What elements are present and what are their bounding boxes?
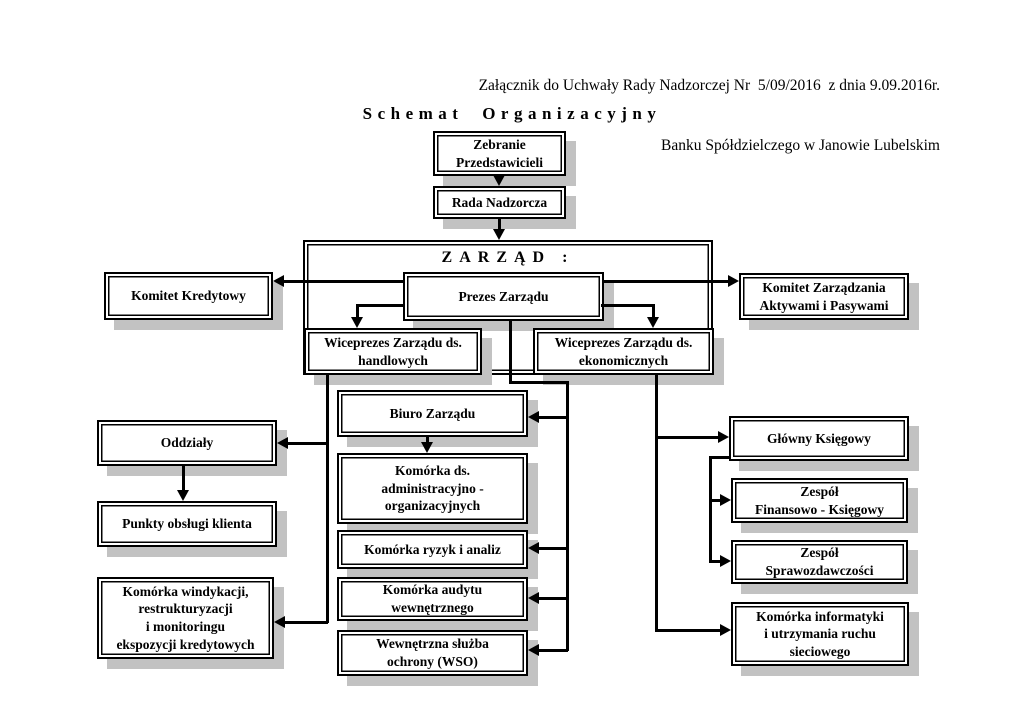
org-node-rada-nadzorcza: Rada Nadzorcza	[433, 186, 566, 219]
org-node-prezes-zarzadu: Prezes Zarządu	[403, 272, 604, 321]
attachment-note: Załącznik do Uchwały Rady Nadzorczej Nr …	[479, 36, 940, 196]
org-node-zebranie-przedstawicieli: Zebranie Przedstawicieli	[433, 131, 566, 176]
org-node-komitet-kredytowy: Komitet Kredytowy	[104, 272, 273, 320]
org-node-wso: Wewnętrzna służba ochrony (WSO)	[337, 630, 528, 676]
org-node-oddzialy: Oddziały	[97, 420, 277, 466]
org-node-komorka-windykacji: Komórka windykacji, restrukturyzacji i m…	[97, 577, 274, 659]
org-node-komorka-informatyki: Komórka informatyki i utrzymania ruchu s…	[731, 602, 909, 666]
org-node-zespol-finansowo-ksiegowy: Zespół Finansowo - Księgowy	[731, 478, 908, 523]
org-node-zespol-sprawozdawczosci: Zespół Sprawozdawczości	[731, 540, 908, 584]
diagram-title: Schemat Organizacyjny	[362, 104, 662, 123]
org-node-komorka-audytu: Komórka audytu wewnętrznego	[337, 577, 528, 621]
org-node-wiceprezes-ekonomiczny: Wiceprezes Zarządu ds. ekonomicznych	[533, 328, 714, 375]
org-node-komorka-ryzyk: Komórka ryzyk i analiz	[337, 530, 528, 569]
org-node-komorka-administracyjna: Komórka ds. administracyjno - organizacy…	[337, 453, 528, 524]
attachment-line-1: Załącznik do Uchwały Rady Nadzorczej Nr …	[478, 77, 940, 94]
org-node-biuro-zarzadu: Biuro Zarządu	[337, 390, 528, 437]
org-group-zarzad-label: ZARZĄD :	[441, 249, 575, 266]
org-node-punkty-obslugi: Punkty obsługi klienta	[97, 501, 277, 547]
org-node-wiceprezes-handlowy: Wiceprezes Zarządu ds. handlowych	[304, 328, 482, 375]
attachment-line-2: Banku Spółdzielczego w Janowie Lubelskim	[661, 137, 940, 154]
org-node-glowny-ksiegowy: Główny Księgowy	[729, 416, 909, 461]
org-node-komitet-zarzadzania-aktywami: Komitet Zarządzania Aktywami i Pasywami	[739, 273, 909, 320]
